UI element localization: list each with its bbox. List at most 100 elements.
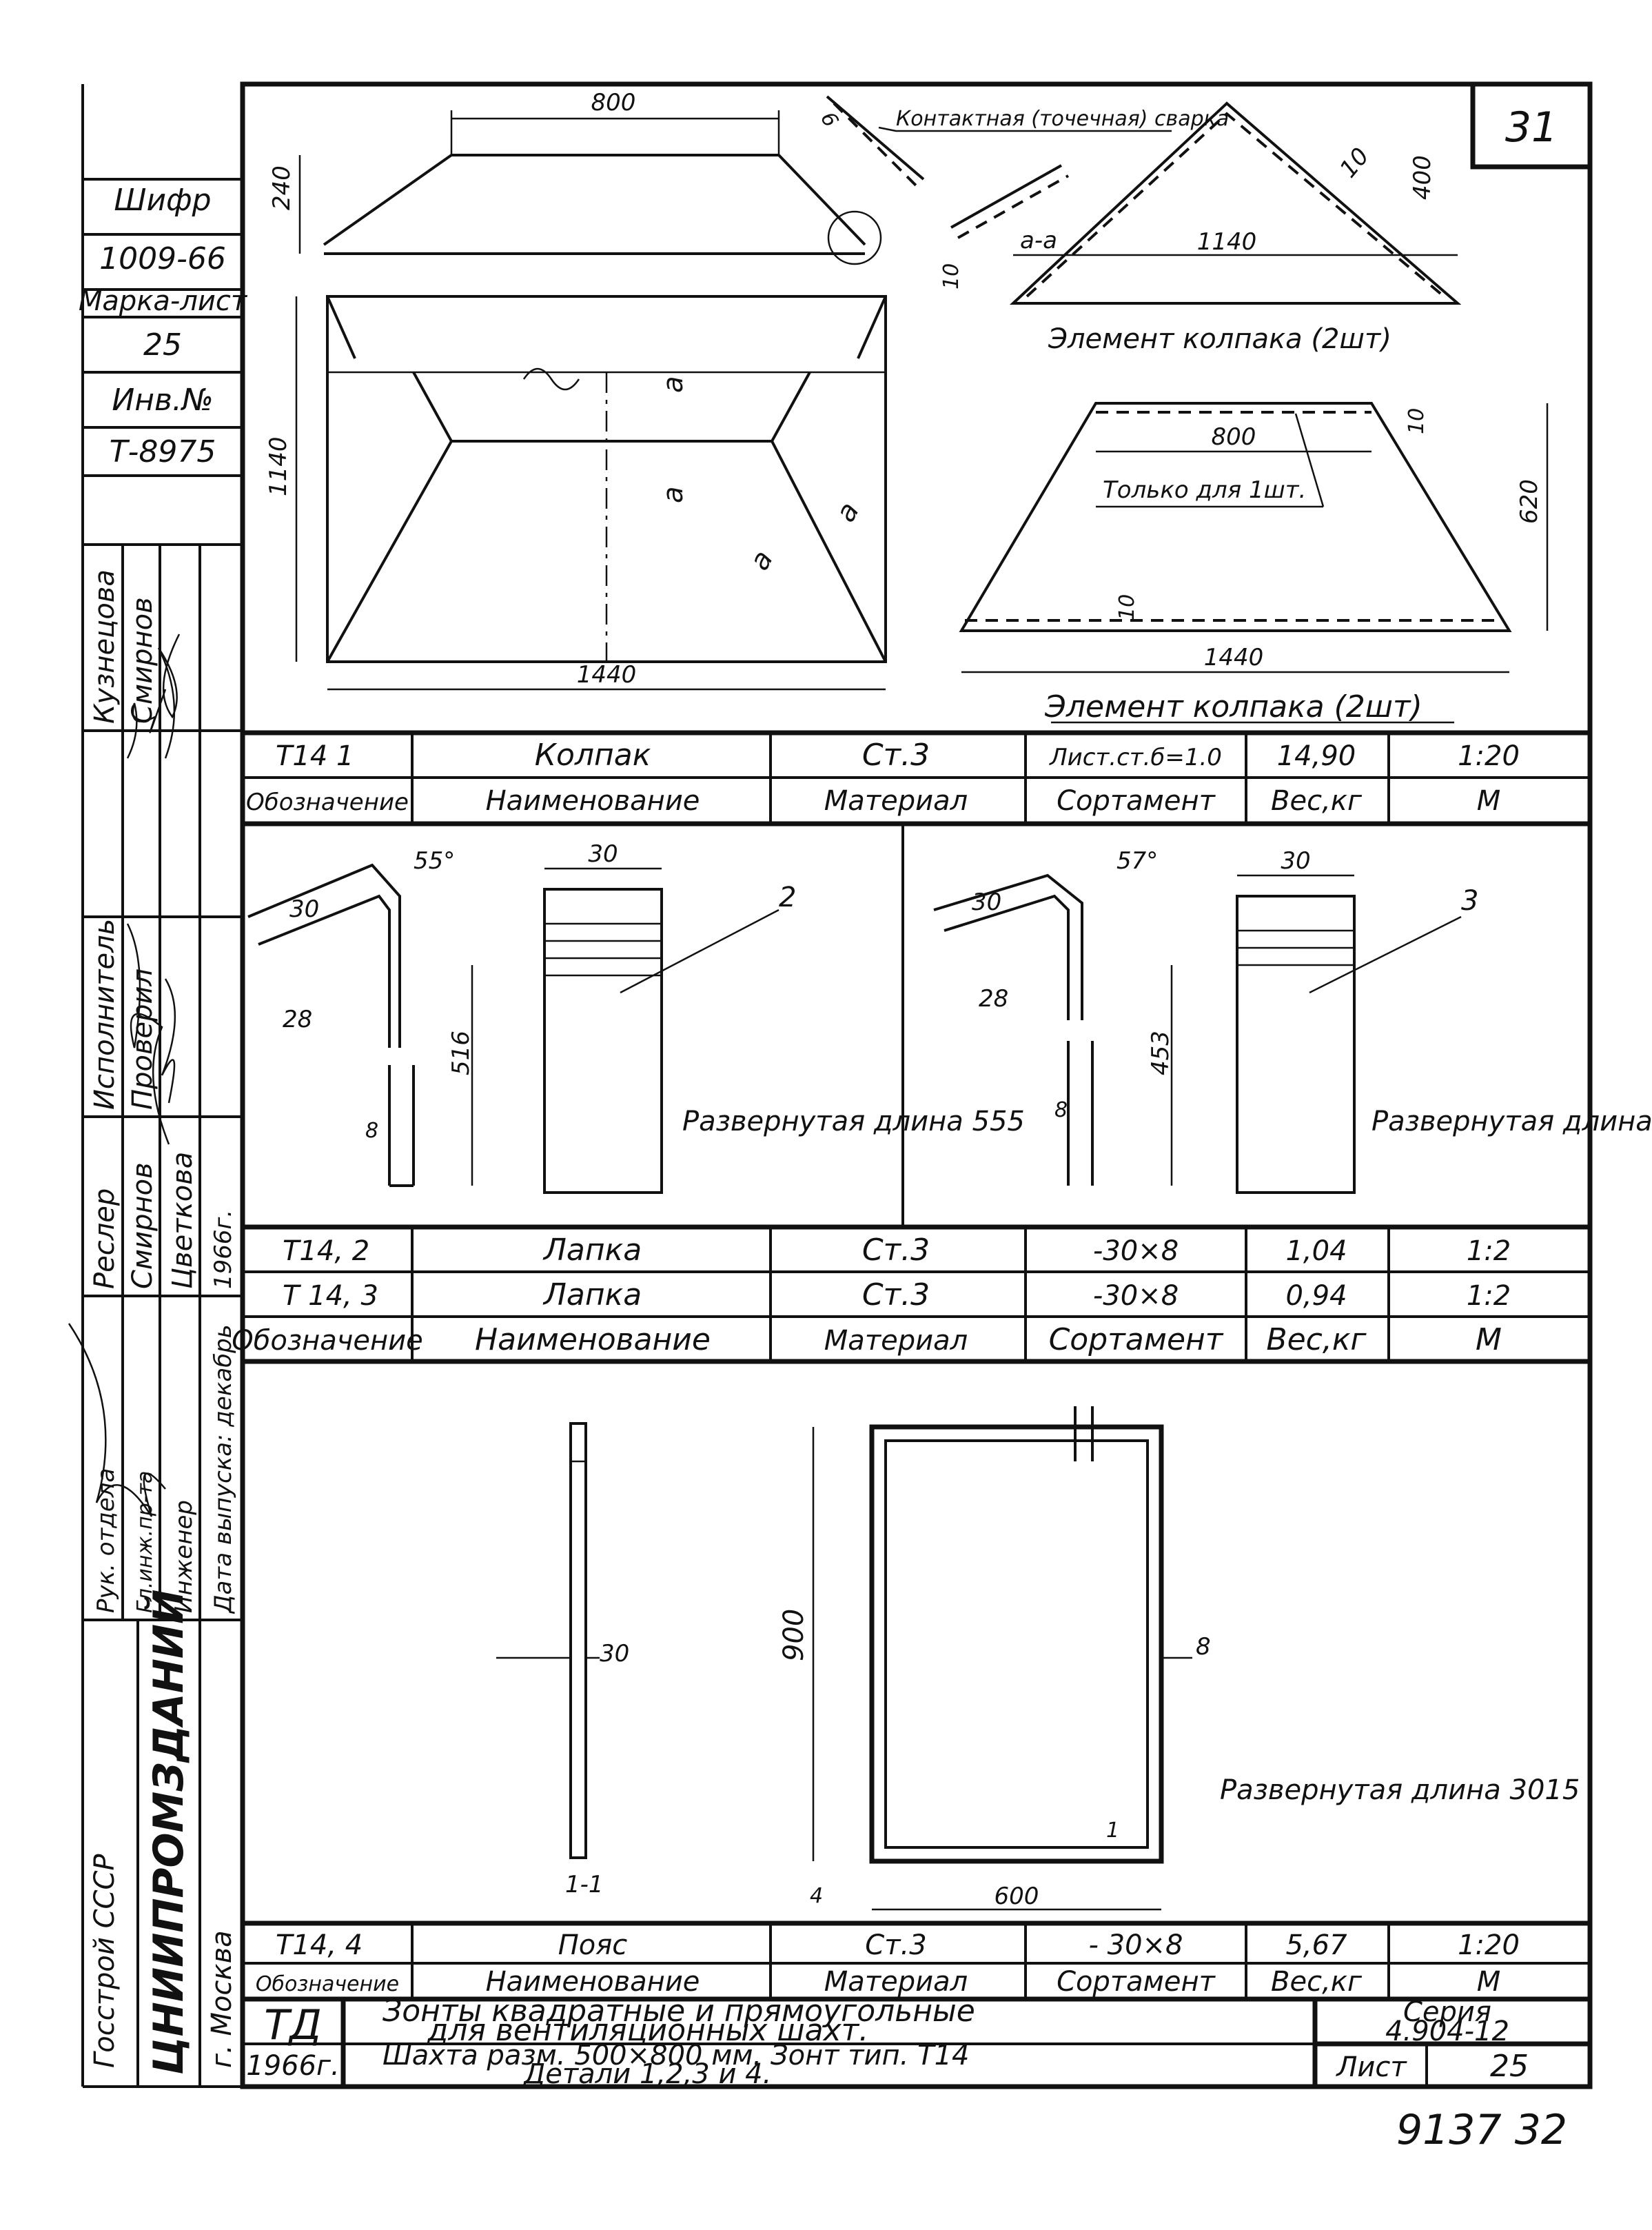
title-year: 1966г. xyxy=(246,2050,340,2082)
sheet-number: 31 xyxy=(1505,103,1558,152)
dim-bottom: 1440 xyxy=(577,661,637,689)
shifr-value: 1009-66 xyxy=(99,241,226,276)
post-head: Рук. отдела xyxy=(92,1468,120,1613)
p2l-pos: 2 xyxy=(779,882,796,913)
t2-h-code: Обозначение xyxy=(232,1325,423,1357)
t2-h-sortament: Сортамент xyxy=(1049,1322,1224,1357)
sec-a-2: а xyxy=(657,486,689,503)
t1-h-weight: Вес,кг xyxy=(1271,785,1363,817)
t1-h-name: Наименование xyxy=(486,785,700,817)
t2-r1-name: Лапка xyxy=(542,1233,642,1268)
signature-3 xyxy=(126,923,170,1145)
t3-h-scale: М xyxy=(1477,1966,1501,1998)
dim-side: 1140 xyxy=(265,436,292,496)
t1-name: Колпак xyxy=(535,738,651,773)
dim-sec-aa: а-а xyxy=(1020,227,1057,254)
element-label-top: Элемент колпака (2шт) xyxy=(1048,323,1391,355)
signature-5 xyxy=(68,1323,166,1517)
marka-value: 25 xyxy=(143,327,182,363)
p3-t: 8 xyxy=(1196,1633,1211,1661)
t1-h-material: Материал xyxy=(824,785,968,817)
part2-drawings: 516 30 55° 28 8 30 2 Развернутая длина 5… xyxy=(247,824,1652,1227)
dim-trap-h: 620 xyxy=(1516,479,1543,524)
p2l-width: 30 xyxy=(588,840,618,868)
title-line1: Зонты квадратные и прямоугольные xyxy=(383,1994,975,2029)
weld-note: Контактная (точечная) сварка xyxy=(896,107,1229,131)
t2-r2-name: Лапка xyxy=(542,1277,642,1312)
post-issue-date: Дата выпуска: декабрь xyxy=(210,1324,237,1614)
org-logo: ЦНИИПРОМЗДАНИЙ xyxy=(144,1590,193,2075)
left-strip: Шифр 1009-66 Марка-лист 25 Инв.№ Т-8975 … xyxy=(68,178,248,2087)
t2-r1-scale: 1:2 xyxy=(1467,1235,1511,1267)
t1-h-code: Обозначение xyxy=(246,789,409,816)
t1-weight: 14,90 xyxy=(1277,740,1356,772)
t1-material: Ст.3 xyxy=(862,738,930,773)
dim-weld-t: 6 xyxy=(815,108,843,132)
only-one-note: Только для 1шт. xyxy=(1103,476,1306,504)
org-city: г. Москва xyxy=(206,1930,238,2068)
role-ispolnitel: Исполнитель xyxy=(89,919,121,1110)
p2l-t: 8 xyxy=(365,1119,378,1143)
t1-h-sortament: Сортамент xyxy=(1057,785,1216,817)
sheet-label: Лист xyxy=(1335,2051,1407,2083)
dim-tri-base: 1140 xyxy=(1197,228,1257,256)
sec-a-4: а xyxy=(744,545,779,576)
t2-r1-material: Ст.3 xyxy=(862,1233,930,1268)
t1-scale: 1:20 xyxy=(1458,740,1520,772)
p3-height: 900 xyxy=(778,1609,810,1661)
t2-r2-scale: 1:2 xyxy=(1467,1280,1511,1312)
post-engineer: Инженер xyxy=(170,1500,198,1613)
dim-trap-top: 800 xyxy=(1212,423,1256,451)
p2r-unfolded: Развернутая длина 500 xyxy=(1371,1106,1652,1137)
table2: Т14, 2 Лапка Ст.3 -30×8 1,04 1:2 Т 14, 3… xyxy=(232,1224,1590,1364)
t3-sortament: - 30×8 xyxy=(1088,1929,1183,1961)
sec-a-3: а xyxy=(830,497,866,527)
p3-unfolded: Развернутая длина 3015 xyxy=(1220,1774,1580,1806)
dim-tri-t2: 10 xyxy=(939,263,963,290)
dim-trap-bottom: 1440 xyxy=(1204,644,1264,671)
name-resler: Реслер xyxy=(89,1188,121,1289)
t2-h-scale: М xyxy=(1476,1322,1502,1357)
t3-code: Т14, 4 xyxy=(276,1929,363,1961)
name-smirnov-2: Смирнов xyxy=(127,1162,159,1289)
t2-r2-material: Ст.3 xyxy=(862,1277,930,1312)
t2-r1-weight: 1,04 xyxy=(1285,1235,1347,1267)
title-line2: для вентиляционных шахт. xyxy=(427,2013,868,2048)
t3-scale: 1:20 xyxy=(1458,1929,1520,1961)
name-tsvetkova: Цветкова xyxy=(167,1152,198,1289)
p2r-len: 30 xyxy=(972,889,1001,916)
p2l-unfolded: Развернутая длина 555 xyxy=(682,1106,1025,1137)
dim-trap-t: 10 xyxy=(1405,408,1429,434)
series-label: Серия xyxy=(1403,1996,1491,2028)
org-gosstroy: Госстрой СССР xyxy=(89,1854,121,2068)
desc-line2: Детали 1,2,3 и 4. xyxy=(522,2058,771,2090)
p2r-width: 30 xyxy=(1281,847,1310,875)
t2-h-weight: Вес,кг xyxy=(1266,1322,1367,1357)
dim-trap-t2: 10 xyxy=(1115,594,1139,620)
sheet-frame xyxy=(240,81,1593,2089)
t2-r2-weight: 0,94 xyxy=(1285,1280,1347,1312)
dim-tri-t: 10 xyxy=(1334,143,1374,183)
signature-1 xyxy=(126,689,167,759)
t3-h-code: Обозначение xyxy=(256,1972,399,1996)
t1-h-scale: М xyxy=(1477,785,1501,817)
issue-year: 1966г. xyxy=(210,1210,237,1289)
t3-h-sortament: Сортамент xyxy=(1057,1966,1216,1998)
p3-corner: 4 xyxy=(810,1884,823,1908)
sheet-number-box xyxy=(1470,81,1593,170)
signature-4 xyxy=(161,978,176,1104)
sheet-value: 25 xyxy=(1490,2049,1529,2084)
t2-r1-sortament: -30×8 xyxy=(1093,1235,1179,1267)
t2-h-name: Наименование xyxy=(475,1322,711,1357)
marka-label: Марка-лист xyxy=(79,285,248,317)
part1-drawings: 800 240 6 Контактная (точечная) сварка 1… xyxy=(265,89,1549,724)
t2-r2-code: Т 14, 3 xyxy=(283,1280,378,1312)
t2-h-material: Материал xyxy=(824,1325,968,1357)
p2l-len: 30 xyxy=(289,895,319,923)
inv-value: Т-8975 xyxy=(110,434,216,469)
part3-drawings: 30 1-1 8 900 600 4 1 Развернутая длина 3… xyxy=(496,1406,1580,1911)
series-value: 4.904-12 xyxy=(1385,2016,1509,2047)
p3-sec-label: 1-1 xyxy=(565,1871,604,1898)
p2l-height: 516 xyxy=(447,1031,475,1075)
